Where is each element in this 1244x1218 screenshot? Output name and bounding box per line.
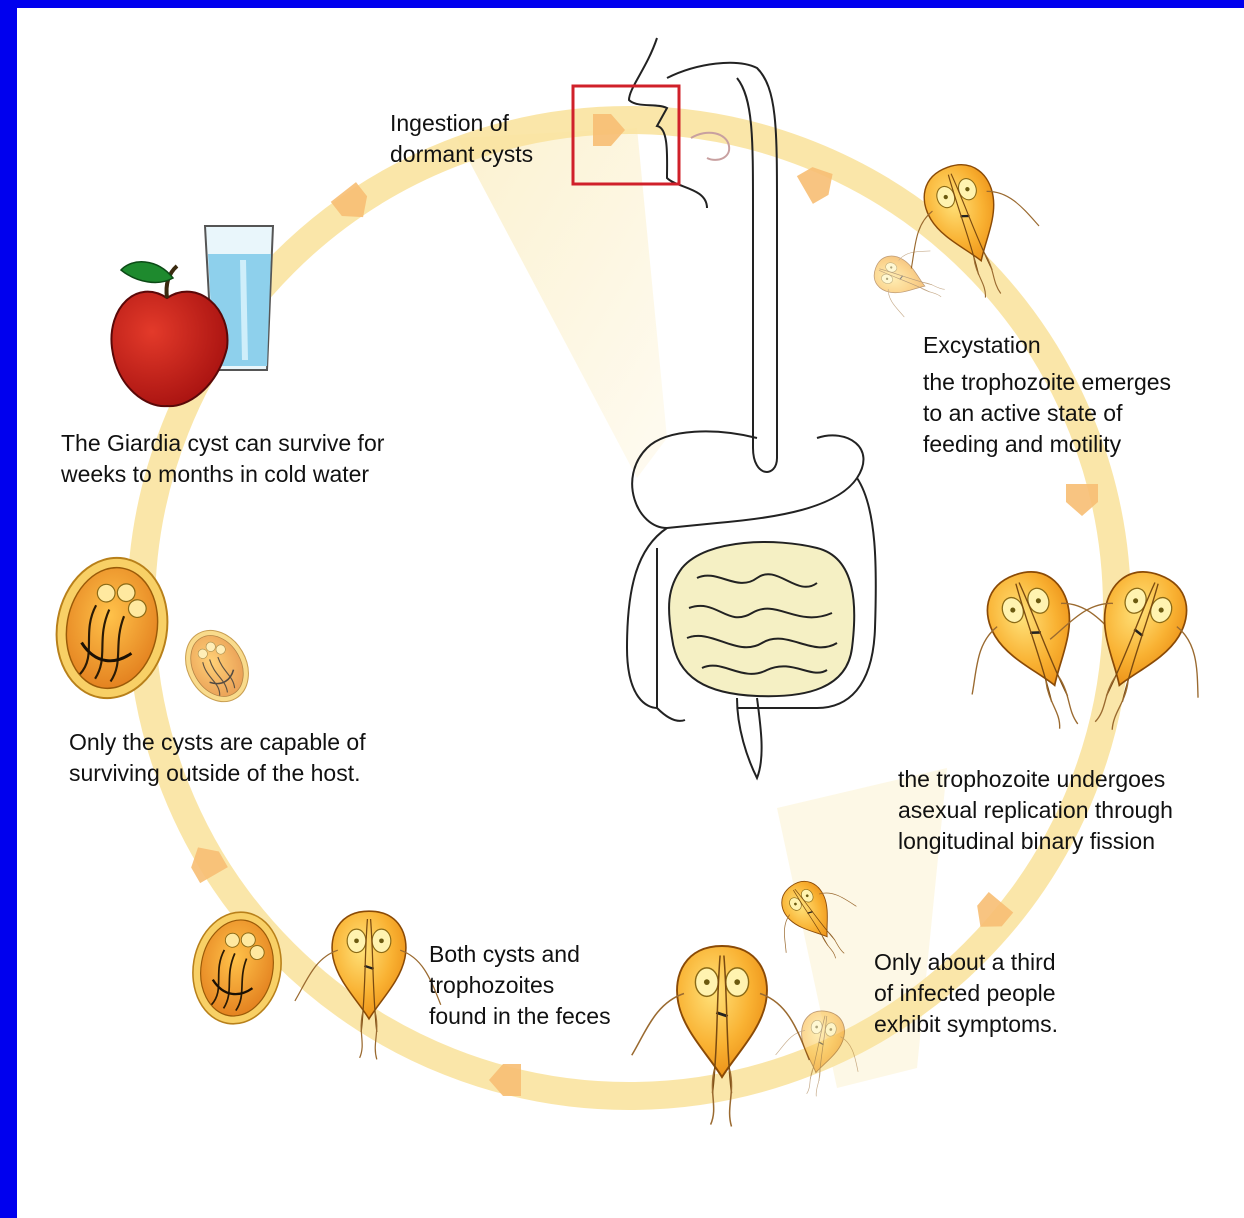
diagram-frame: Ingestion of dormant cysts Excystation t…: [17, 8, 1244, 1218]
excystation-label: Excystation the trophozoite emerges to a…: [923, 330, 1171, 460]
life-cycle-artwork: [17, 8, 1244, 1218]
small-intestine-icon: [669, 542, 854, 696]
feces-line-1: Both cysts and: [429, 939, 611, 970]
outside-line-1: Only the cysts are capable of: [69, 727, 366, 758]
feces-line-3: found in the feces: [429, 1001, 611, 1032]
excystation-title: Excystation: [923, 330, 1171, 361]
survival-label: The Giardia cyst can survive for weeks t…: [61, 428, 384, 490]
symptoms-label: Only about a third of infected people ex…: [874, 947, 1058, 1040]
symptoms-line-2: of infected people: [874, 978, 1058, 1009]
cyst-icon: [173, 619, 261, 713]
feces-line-2: trophozoites: [429, 970, 611, 1001]
trophozoite-icon: [883, 145, 1056, 320]
fission-line-3: longitudinal binary fission: [898, 826, 1173, 857]
ingestion-line-2: dormant cysts: [390, 139, 533, 170]
outside-line-2: surviving outside of the host.: [69, 758, 366, 789]
mouth-beam: [457, 128, 667, 478]
survival-line-1: The Giardia cyst can survive for: [61, 428, 384, 459]
symptoms-line-1: Only about a third: [874, 947, 1058, 978]
fission-line-2: asexual replication through: [898, 795, 1173, 826]
survival-line-2: weeks to months in cold water: [61, 459, 384, 490]
excystation-line-3: feeding and motility: [923, 429, 1171, 460]
ingestion-label: Ingestion of dormant cysts: [390, 108, 533, 170]
ingestion-line-1: Ingestion of: [390, 108, 533, 139]
fission-label: the trophozoite undergoes asexual replic…: [898, 764, 1173, 857]
outside-host-label: Only the cysts are capable of surviving …: [69, 727, 366, 789]
feces-label: Both cysts and trophozoites found in the…: [429, 939, 611, 1032]
excystation-line-2: to an active state of: [923, 398, 1171, 429]
excystation-line-1: the trophozoite emerges: [923, 367, 1171, 398]
fission-line-1: the trophozoite undergoes: [898, 764, 1173, 795]
symptoms-line-3: exhibit symptoms.: [874, 1009, 1058, 1040]
